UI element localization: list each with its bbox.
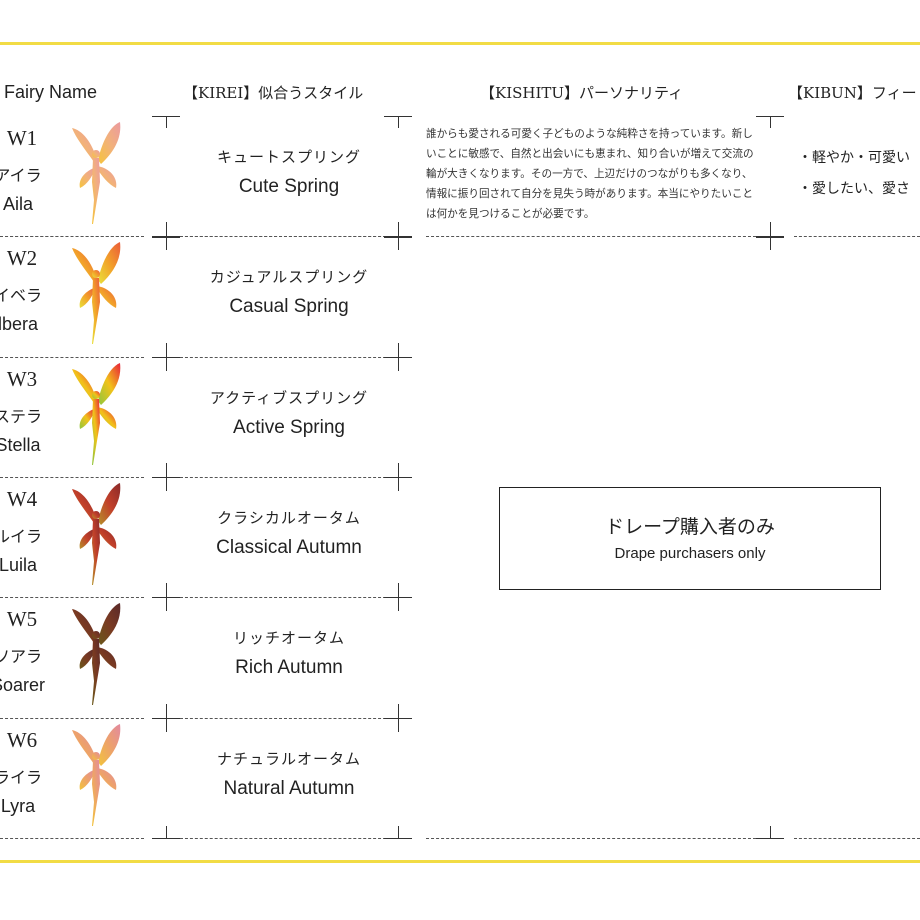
crop-mark	[384, 837, 412, 840]
fairy-english-name: Aila	[2, 194, 33, 214]
style-name-jp: アクティブスプリング	[209, 388, 369, 407]
crop-mark	[166, 222, 168, 251]
style-name-jp: キュートスプリング	[216, 148, 361, 166]
crop-mark	[398, 703, 400, 732]
crop-mark	[398, 222, 400, 251]
style-name-en: Rich Autumn	[235, 657, 343, 679]
crop-mark	[398, 583, 400, 612]
fairy-code: W6	[6, 727, 38, 752]
crop-mark	[770, 116, 772, 128]
style-name-en: Active Spring	[233, 416, 345, 438]
fairy-code: W3	[6, 366, 38, 391]
style-name-jp: ナチュラルオータム	[216, 749, 361, 768]
crop-mark	[398, 116, 400, 128]
crop-mark	[166, 342, 168, 371]
header-kishitu: 【KISHITU】パーソナリティ	[480, 84, 684, 102]
crop-mark	[398, 825, 400, 838]
drape-notice-box: ドレープ購入者のみ Drape purchasers only	[499, 487, 881, 590]
fairy-silhouette-icon	[72, 242, 121, 345]
style-name-en: Classical Autumn	[216, 536, 362, 558]
fairy-kana-name: ライラ	[0, 767, 42, 787]
fairy-silhouette-icon	[72, 482, 121, 585]
style-name-jp: リッチオータム	[232, 629, 345, 648]
row-divider	[180, 717, 386, 719]
row-divider	[794, 236, 920, 238]
crop-mark	[398, 342, 400, 371]
fairy-silhouette-icon	[72, 362, 121, 465]
row-divider	[0, 717, 144, 719]
kishitu-text: 誰からも愛される可愛く子どものような純粋さを持っています。新しいことに敏感で、自…	[426, 128, 754, 220]
fairy-kana-name: ソアラ	[0, 647, 42, 667]
kibun-item-2: ・愛したい、愛さ	[798, 181, 910, 197]
row-divider	[0, 597, 144, 599]
crop-mark	[166, 116, 168, 128]
notice-jp: ドレープ購入者のみ	[605, 516, 775, 538]
row-divider	[0, 837, 144, 839]
crop-mark	[770, 222, 772, 251]
fairy-english-name: Lyra	[0, 795, 36, 816]
fairy-silhouette-icon	[72, 723, 121, 826]
header-kirei: 【KIREI】似合うスタイル	[183, 84, 364, 102]
crop-mark	[756, 837, 784, 840]
row-divider	[180, 837, 386, 839]
crop-mark	[398, 462, 400, 491]
fairy-kana-name: アイラ	[0, 166, 42, 185]
row-divider	[180, 356, 386, 358]
crop-mark	[152, 837, 180, 840]
row-divider	[0, 236, 144, 238]
fairy-code: W4	[6, 486, 38, 511]
row-divider	[794, 837, 920, 839]
header-kibun: 【KIBUN】フィー	[788, 84, 917, 102]
fairy-english-name: Luila	[0, 554, 38, 575]
fairy-silhouette-icon	[72, 603, 121, 706]
style-name-en: Casual Spring	[229, 296, 349, 318]
style-name-jp: カジュアルスプリング	[209, 268, 369, 287]
style-name-jp: クラシカルオータム	[217, 508, 361, 527]
row-divider	[426, 837, 756, 839]
fairy-english-name: lbera	[0, 314, 39, 335]
fairy-code: W5	[6, 607, 38, 632]
bottom-border	[0, 860, 920, 863]
crop-mark	[166, 703, 168, 732]
crop-mark	[166, 825, 168, 838]
fairy-code: W1	[6, 126, 38, 150]
crop-mark	[166, 583, 168, 612]
header-fairy-name: Fairy Name	[4, 82, 98, 102]
fairy-kana-name: イベラ	[0, 286, 42, 306]
row-divider	[0, 476, 144, 478]
fairy-code: W2	[6, 246, 38, 271]
style-name-en: Cute Spring	[238, 176, 340, 197]
row-divider	[180, 476, 386, 478]
fairy-silhouette-icon	[72, 122, 121, 224]
fairy-english-name: Soarer	[0, 675, 46, 696]
style-name-en: Natural Autumn	[223, 777, 355, 799]
fairy-english-name: Stella	[0, 434, 41, 455]
crop-mark	[166, 462, 168, 491]
kibun-item-1: ・軽やか・可愛い	[798, 150, 910, 166]
crop-mark	[770, 825, 772, 838]
row-divider	[0, 356, 144, 358]
row-divider	[426, 236, 756, 238]
row-divider	[180, 236, 386, 238]
fairy-kana-name: ルイラ	[0, 526, 42, 546]
top-border	[0, 42, 920, 45]
fairy-kana-name: ステラ	[0, 406, 42, 426]
notice-en: Drape purchasers only	[614, 545, 766, 562]
row-divider	[180, 597, 386, 599]
